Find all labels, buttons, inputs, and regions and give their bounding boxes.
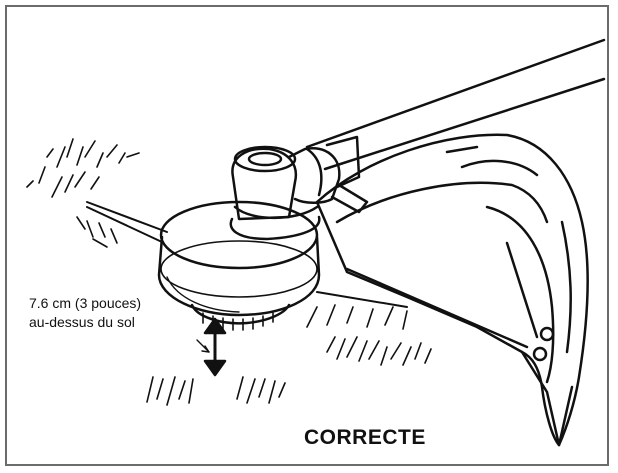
cutting-line [86,201,408,308]
drive-shaft [305,38,606,171]
grass-tufts [26,138,432,406]
gearbox [229,135,369,241]
cutting-guard [315,133,589,447]
bolt-icon [539,326,555,342]
result-label: CORRECTE [304,426,426,449]
bolt-icon [532,346,548,362]
trimmer-illustration [26,38,606,447]
height-arrow [196,317,227,377]
height-label: 7.6 cm (3 pouces) au-dessus du sol [29,294,219,332]
height-label-line1: 7.6 cm (3 pouces) [29,295,142,311]
trimmer-head [157,200,321,331]
height-label-line2: au-dessus du sol [29,314,135,330]
illustration-frame: 7.6 cm (3 pouces) au-dessus du sol CORRE… [5,5,609,466]
